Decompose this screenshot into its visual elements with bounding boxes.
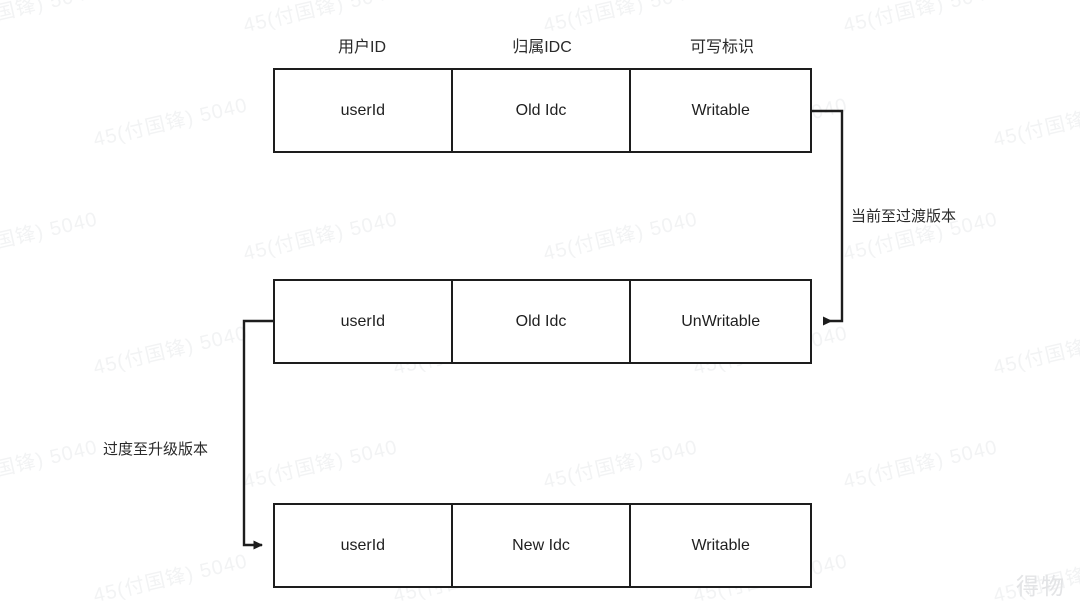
cell-writable-flag: Writable <box>691 101 750 119</box>
table-row-transition-version: userId Old Idc UnWritable <box>273 279 812 364</box>
column-header-idc: 归属IDC <box>512 39 572 56</box>
cell-idc: Old Idc <box>453 281 632 362</box>
table-row-upgraded-version: userId New Idc Writable <box>273 503 812 588</box>
cell-user-id: userId <box>275 70 453 151</box>
cell-writable-flag: Writable <box>691 536 750 554</box>
cell-idc: New Idc <box>453 505 632 586</box>
connector-label-current-to-transition: 当前至过渡版本 <box>851 208 957 225</box>
cell-user-id: userId <box>275 505 453 586</box>
cell-user-id: userId <box>275 281 453 362</box>
connector-label-transition-to-upgraded: 过度至升级版本 <box>103 441 209 458</box>
table-row-current-version: userId Old Idc Writable <box>273 68 812 153</box>
cell-idc: Old Idc <box>453 70 632 151</box>
column-header-writable-flag: 可写标识 <box>689 39 755 56</box>
brand-watermark: 得物 <box>1016 574 1066 599</box>
column-header-user-id: 用户ID <box>337 39 387 56</box>
cell-writable-flag: UnWritable <box>681 312 761 330</box>
